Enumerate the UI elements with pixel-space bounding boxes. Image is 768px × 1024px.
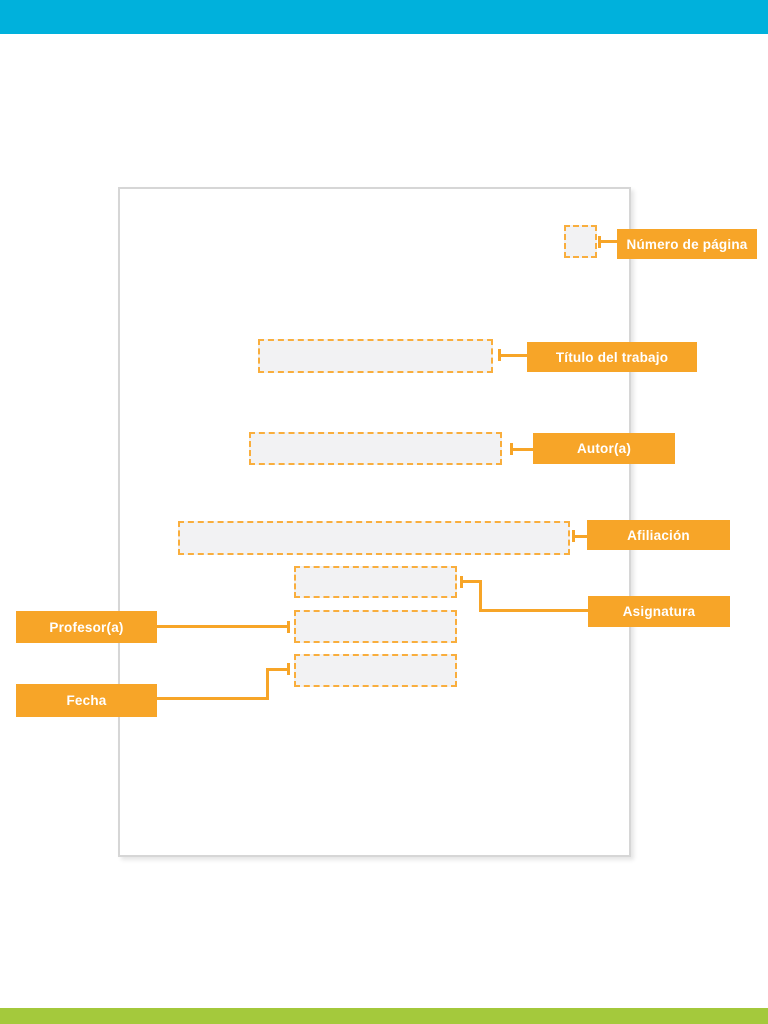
bottom-banner-bar	[0, 1008, 768, 1024]
author-connector-line	[510, 448, 533, 451]
professor-placeholder	[294, 610, 457, 643]
title-label: Título del trabajo	[527, 342, 697, 372]
date-connector-line-vertical	[266, 668, 269, 700]
course-placeholder	[294, 566, 457, 598]
affiliation-connector-line	[572, 535, 587, 538]
date-connector-line-2	[266, 668, 290, 671]
professor-label: Profesor(a)	[16, 611, 157, 643]
date-placeholder	[294, 654, 457, 687]
title-connector-line	[498, 354, 527, 357]
professor-connector-tick	[287, 621, 290, 633]
course-connector-line-1	[460, 580, 482, 583]
page-number-label: Número de página	[617, 229, 757, 259]
affiliation-label: Afiliación	[587, 520, 730, 550]
date-label: Fecha	[16, 684, 157, 717]
author-placeholder	[249, 432, 502, 465]
professor-connector-line	[157, 625, 290, 628]
date-connector-tick	[287, 663, 290, 675]
title-placeholder	[258, 339, 493, 373]
course-connector-line-2	[479, 609, 588, 612]
course-connector-line-vertical	[479, 580, 482, 612]
affiliation-placeholder	[178, 521, 570, 555]
author-label: Autor(a)	[533, 433, 675, 464]
course-label: Asignatura	[588, 596, 730, 627]
date-connector-line-1	[157, 697, 269, 700]
page-number-connector-line	[598, 240, 617, 243]
page-number-placeholder	[564, 225, 597, 258]
top-banner-bar	[0, 0, 768, 34]
